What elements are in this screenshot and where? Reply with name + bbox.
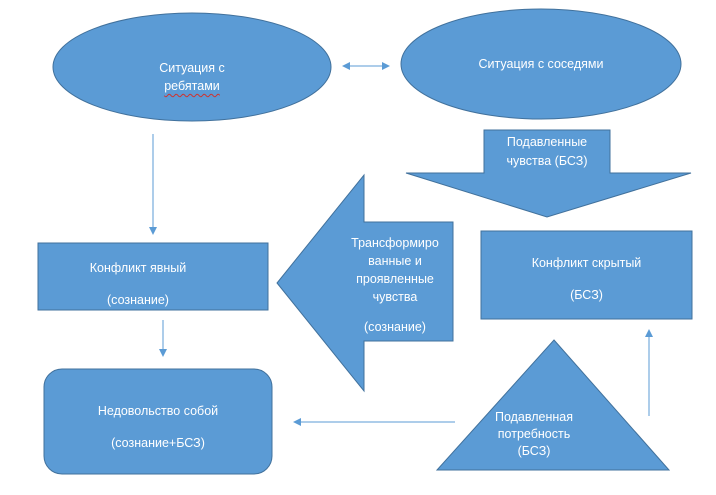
conflict-hidden-label: Конфликт скрытый (БСЗ): [531, 256, 642, 302]
situation-kids-label: Ситуация с ребятами: [159, 61, 225, 93]
dissatisfaction-label: Недовольство собой (сознание+БСЗ): [97, 404, 219, 450]
conflict-explicit-box: [37, 242, 269, 311]
transformed-feelings-label: Трансформиро ванные и проявленные чувств…: [351, 236, 439, 334]
conflict-explicit-label: Конфликт явный (сознание): [89, 261, 187, 307]
situation-kids-ellipse: [52, 12, 332, 122]
suppressed-feelings-label: Подавленные чувства (БСЗ): [506, 135, 588, 168]
dissatisfaction-box: [43, 368, 273, 475]
suppressed-need-triangle: [435, 339, 671, 471]
suppressed-feelings-arrow: [405, 129, 692, 218]
situation-neighbors-label: Ситуация с соседями: [478, 57, 604, 71]
situation-neighbors-ellipse: [400, 8, 682, 120]
transformed-feelings-arrow: [276, 173, 454, 393]
suppressed-need-label: Подавленная потребность (БСЗ): [494, 410, 574, 458]
conflict-hidden-box: [480, 230, 693, 320]
